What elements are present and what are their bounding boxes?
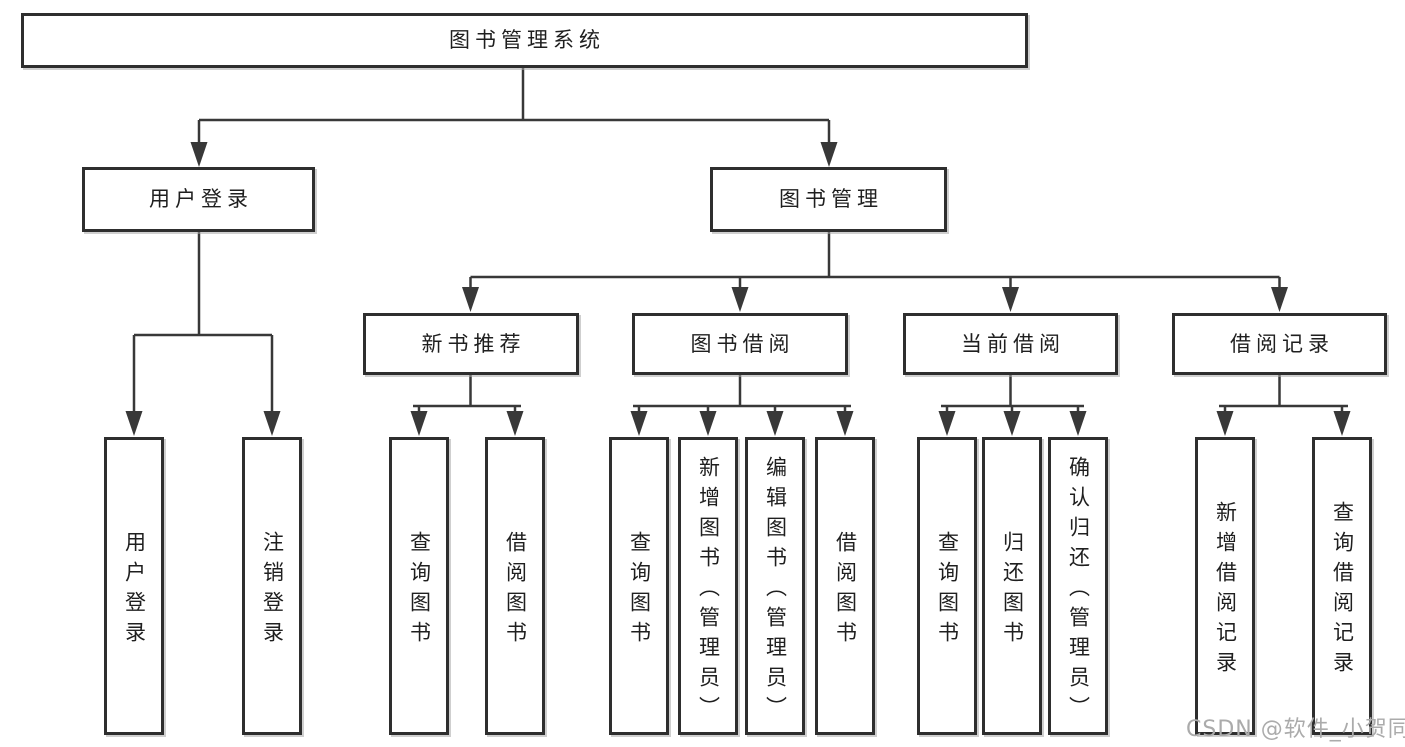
- leaf-borrow-borrow-label: 借阅图书: [833, 530, 858, 651]
- node-current-borrow: 当前借阅: [903, 313, 1118, 375]
- leaf-current-return: 归还图书: [982, 437, 1042, 735]
- leaf-borrow-borrow: 借阅图书: [815, 437, 875, 735]
- leaf-borrow-query: 查询图书: [609, 437, 669, 735]
- leaf-current-query: 查询图书: [917, 437, 977, 735]
- arrowheads-borrow-records: [1216, 411, 1351, 436]
- node-root-label: 图书管理系统: [449, 28, 605, 52]
- leaf-newbooks-borrow: 借阅图书: [485, 437, 545, 735]
- arrowheads-new-books: [410, 411, 524, 436]
- connector-new-books: [413, 375, 521, 413]
- node-current-borrow-label: 当前借阅: [961, 331, 1065, 356]
- node-book-borrow: 图书借阅: [632, 313, 848, 375]
- leaf-records-query-label: 查询借阅记录: [1330, 500, 1355, 681]
- node-book-management: 图书管理: [710, 167, 947, 232]
- csdn-watermark: CSDN @软件_小贺同学: [1186, 717, 1405, 742]
- arrowheads-user-login: [125, 411, 281, 436]
- connector-book-borrow: [633, 375, 851, 413]
- leaf-current-return-label: 归还图书: [1000, 530, 1025, 651]
- leaf-borrow-add: 新增图书（管理员）: [678, 437, 738, 735]
- node-new-books: 新书推荐: [363, 313, 579, 375]
- node-borrow-records-label: 借阅记录: [1230, 331, 1334, 356]
- leaf-current-confirm-label: 确认归还（管理员）: [1066, 455, 1091, 726]
- leaf-user-login-label: 用户登录: [122, 530, 147, 651]
- leaf-records-add-label: 新增借阅记录: [1213, 500, 1238, 681]
- node-book-borrow-label: 图书借阅: [690, 331, 795, 356]
- connector-current-borrow: [941, 375, 1084, 413]
- leaf-borrow-add-label: 新增图书（管理员）: [696, 455, 721, 726]
- leaf-records-query: 查询借阅记录: [1312, 437, 1372, 735]
- leaf-user-login: 用户登录: [104, 437, 164, 735]
- leaf-logout-label: 注销登录: [260, 530, 285, 651]
- leaf-newbooks-query-label: 查询图书: [407, 530, 432, 651]
- node-borrow-records: 借阅记录: [1172, 313, 1387, 375]
- arrowheads-level3: [462, 287, 1288, 312]
- leaf-current-query-label: 查询图书: [935, 530, 960, 651]
- arrowheads-book-borrow: [630, 411, 854, 436]
- arrowheads-level2: [190, 142, 838, 167]
- node-book-management-label: 图书管理: [779, 187, 883, 211]
- connector-user-login: [132, 232, 274, 414]
- leaf-current-confirm: 确认归还（管理员）: [1048, 437, 1108, 735]
- node-user-login: 用户登录: [82, 167, 315, 232]
- leaf-newbooks-query: 查询图书: [389, 437, 449, 735]
- leaf-borrow-query-label: 查询图书: [627, 530, 652, 651]
- leaf-logout: 注销登录: [242, 437, 302, 735]
- node-root: 图书管理系统: [21, 13, 1028, 68]
- arrowheads-current-borrow: [938, 411, 1087, 436]
- connector-borrow-records: [1219, 375, 1348, 413]
- leaf-borrow-edit: 编辑图书（管理员）: [745, 437, 805, 735]
- node-new-books-label: 新书推荐: [421, 331, 526, 356]
- node-user-login-label: 用户登录: [149, 187, 253, 211]
- leaf-records-add: 新增借阅记录: [1195, 437, 1255, 735]
- connector-book-management: [469, 232, 1281, 289]
- leaf-borrow-edit-label: 编辑图书（管理员）: [763, 455, 788, 726]
- connector-root-to-level2: [197, 68, 831, 145]
- leaf-newbooks-borrow-label: 借阅图书: [503, 530, 528, 651]
